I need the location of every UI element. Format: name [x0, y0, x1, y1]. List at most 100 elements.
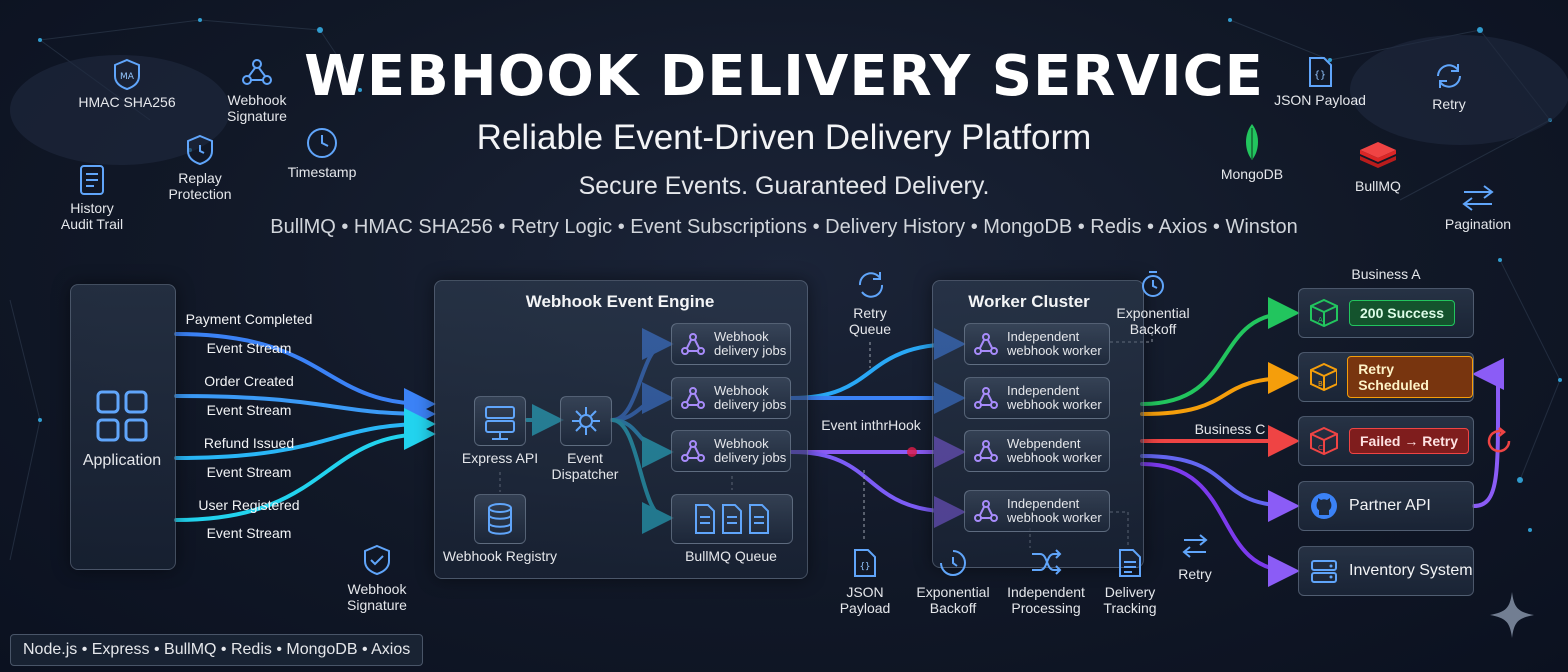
footer-tech-stack: Node.js • Express • BullMQ • Redis • Mon…	[10, 634, 424, 666]
stream-type: Event Stream	[206, 525, 292, 541]
page-subtitle: Reliable Event-Driven Delivery Platform	[476, 118, 1092, 157]
stream-type: Event Stream	[206, 340, 292, 356]
shuffle-icon	[1032, 549, 1062, 575]
server-icon	[485, 406, 515, 440]
application-label: Application	[82, 452, 162, 469]
github-icon	[1311, 493, 1337, 519]
hmac-shield-icon: MA	[114, 58, 140, 90]
server-rack-icon	[1311, 560, 1337, 583]
json-file-icon: {}	[1309, 57, 1332, 87]
svg-text:{}: {}	[860, 562, 871, 572]
svg-text:C: C	[1318, 444, 1323, 452]
webhook-icon	[974, 333, 998, 355]
flow-user	[174, 418, 436, 522]
retry-label: Retry	[1178, 566, 1212, 582]
box-b-icon: B	[1310, 362, 1338, 392]
registry-label: Webhook Registry	[442, 548, 558, 564]
retry-arrows-icon	[1182, 534, 1208, 558]
flow-payment	[174, 332, 436, 420]
clock-icon	[307, 128, 337, 158]
svg-text:B: B	[1318, 380, 1323, 388]
exponential-backoff-bottom-label: Exponential Backoff	[916, 584, 990, 616]
event-engine-title: Webhook Event Engine	[525, 292, 715, 311]
independent-processing-label: Independent Processing	[1007, 584, 1085, 616]
event-inthrhook-label: Event inthrHook	[821, 417, 921, 433]
registry-box	[474, 494, 526, 544]
webhook-icon	[974, 440, 998, 462]
business-c-label: Business C	[1194, 421, 1266, 437]
svg-text:MA: MA	[120, 72, 135, 82]
mongodb-leaf-icon	[1246, 124, 1258, 160]
feature-retry: Retry	[1414, 60, 1484, 112]
sparkle-icon	[1490, 592, 1534, 638]
bullmq-queue-box	[671, 494, 793, 544]
exponential-backoff-label: Exponential Backoff	[1116, 305, 1190, 337]
replay-shield-icon	[187, 134, 213, 166]
feature-history: History Audit Trail	[50, 164, 134, 232]
dispatcher-label: Event Dispatcher	[551, 450, 619, 482]
retry-queue-label: Retry Queue	[848, 305, 892, 337]
stream-name: Payment Completed	[185, 311, 313, 327]
webhook-icon	[681, 333, 705, 355]
flow-order	[174, 394, 436, 430]
webhook-icon	[974, 387, 998, 409]
application-panel	[70, 284, 176, 570]
feature-mongodb: MongoDB	[1216, 122, 1288, 182]
retry-queue-icon	[858, 272, 884, 298]
worker-cluster-title: Worker Cluster	[968, 292, 1090, 311]
webhook-signature-label: Webhook Signature	[347, 581, 407, 613]
delivery-tracking-label: Delivery Tracking	[1103, 584, 1157, 616]
success-badge: 200 Success	[1349, 300, 1456, 326]
retry-scheduled-badge: Retry Scheduled	[1347, 356, 1473, 398]
arrows-icon	[1462, 185, 1494, 211]
webhook-icon	[681, 440, 705, 462]
target-business-c: C Failed → Retry	[1298, 416, 1474, 466]
box-c-icon: C	[1310, 426, 1338, 456]
feature-hmac: MA HMAC SHA256	[68, 58, 186, 110]
stream-type: Event Stream	[206, 464, 292, 480]
target-business-b: B Retry Scheduled	[1298, 352, 1474, 402]
express-api-box	[474, 396, 526, 446]
refresh-icon	[1437, 64, 1461, 88]
webhook-icon	[681, 387, 705, 409]
feature-bullmq: BullMQ	[1346, 138, 1410, 194]
dispatcher-box	[560, 396, 612, 446]
target-partner-api: Partner API	[1298, 481, 1474, 531]
stream-name: Order Created	[204, 373, 294, 389]
backoff-clock-icon	[940, 550, 966, 576]
feature-pagination: Pagination	[1436, 184, 1520, 232]
shield-check-icon	[364, 544, 390, 576]
feature-replay-protection: Replay Protection	[158, 134, 242, 202]
stream-name: User Registered	[198, 497, 300, 513]
json-payload-label: JSON Payload	[839, 584, 891, 616]
express-api-label: Express API	[461, 450, 539, 466]
tagline: Secure Events. Guaranteed Delivery.	[578, 172, 990, 200]
svg-text:A: A	[1318, 316, 1323, 324]
flow-refund	[174, 408, 436, 460]
bullmq-queue-label: BullMQ Queue	[685, 548, 777, 564]
document-icon	[80, 165, 104, 195]
tech-stack-line: BullMQ • HMAC SHA256 • Retry Logic • Eve…	[270, 216, 1298, 238]
svg-text:{}: {}	[1314, 70, 1326, 81]
target-business-a: A 200 Success	[1298, 288, 1474, 338]
retry-loop-icon	[1487, 427, 1511, 453]
business-a-label: Business A	[1351, 266, 1421, 282]
feature-timestamp: Timestamp	[280, 126, 364, 180]
stream-name: Refund Issued	[203, 435, 295, 451]
feature-json-payload: {} JSON Payload	[1270, 56, 1370, 108]
failed-retry-badge: Failed → Retry	[1349, 428, 1470, 454]
target-inventory: Inventory System	[1298, 546, 1474, 596]
redis-stack-icon	[1360, 142, 1396, 168]
box-a-icon: A	[1310, 298, 1338, 328]
feature-webhook-signature: Webhook Signature	[212, 56, 302, 124]
page-title: WEBHOOK DELIVERY SERVICE	[304, 44, 1264, 109]
document-list-icon	[1119, 549, 1141, 577]
